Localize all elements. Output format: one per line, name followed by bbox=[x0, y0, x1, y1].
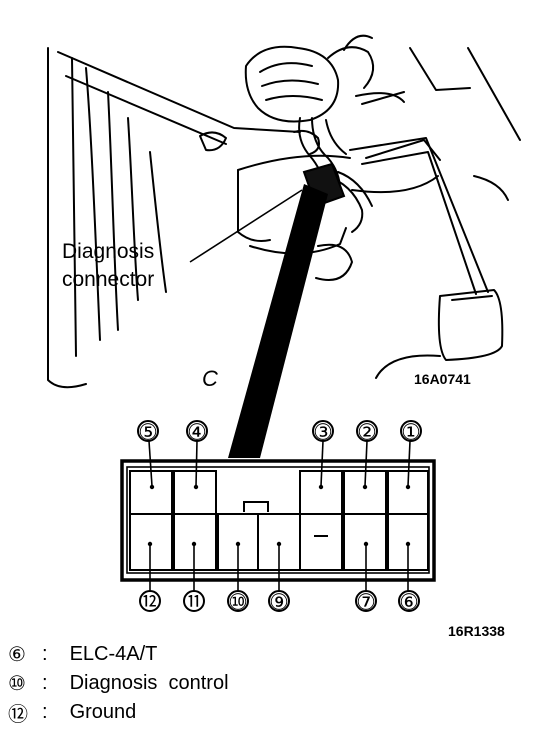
connector-key bbox=[243, 501, 269, 512]
pin-label-11: ⑪ bbox=[183, 590, 205, 615]
legend-text: ELC-4A/T bbox=[69, 643, 158, 665]
pin-leader-lines bbox=[148, 440, 411, 591]
pin-cavity-7 bbox=[343, 513, 387, 571]
pin-label-3: ③ bbox=[313, 420, 333, 445]
pin-label-9: ⑨ bbox=[269, 590, 289, 615]
legend-number: ⑥ bbox=[8, 644, 26, 666]
zoom-wedge bbox=[228, 184, 328, 458]
stray-mark: C bbox=[202, 366, 218, 391]
callout-label-line-1: Diagnosis bbox=[62, 240, 154, 263]
pin-cavity-12 bbox=[129, 513, 173, 571]
pin-label-7: ⑦ bbox=[356, 590, 376, 615]
pin-cavity-11 bbox=[173, 513, 217, 571]
legend-number: ⑫ bbox=[8, 704, 28, 726]
pin-legend: ⑥ : ELC-4A/T ⑩ : Diagnosis control ⑫ : G… bbox=[8, 640, 528, 727]
pin-label-2: ② bbox=[357, 420, 377, 445]
figure-code-bottom: 16R1338 bbox=[448, 623, 505, 639]
legend-text: Ground bbox=[69, 701, 137, 723]
figure-code-top: 16A0741 bbox=[414, 371, 471, 387]
pin-label-1: ① bbox=[401, 420, 421, 445]
pin-labels-top bbox=[137, 420, 422, 442]
legend-text: Diagnosis control bbox=[69, 672, 229, 694]
callout-leader-line bbox=[189, 189, 303, 263]
legend-colon: : bbox=[42, 643, 48, 665]
dashboard-illustration bbox=[47, 34, 521, 389]
terminal-dots bbox=[147, 484, 411, 547]
pin-label-5: ⑤ bbox=[138, 420, 158, 445]
pin-labels-bottom bbox=[139, 590, 420, 612]
pin-label-12: ⑫ bbox=[139, 590, 161, 615]
pin-cavity-8 bbox=[299, 513, 343, 571]
legend-row-10: ⑩ : Diagnosis control bbox=[8, 669, 528, 698]
legend-row-12: ⑫ : Ground bbox=[8, 698, 528, 727]
pin-label-4: ④ bbox=[187, 420, 207, 445]
legend-colon: : bbox=[42, 701, 48, 723]
legend-row-6: ⑥ : ELC-4A/T bbox=[8, 640, 528, 669]
legend-colon: : bbox=[42, 672, 48, 694]
pin-cavity-4 bbox=[173, 470, 217, 516]
pin-label-10: ⑩ bbox=[228, 590, 248, 615]
legend-number: ⑩ bbox=[8, 673, 26, 695]
callout-label-line-2: connector bbox=[62, 268, 154, 291]
connector-face: ⑤ ④ ③ ② ① ⑫ ⑪ ⑩ ⑨ ⑦ ⑥ bbox=[120, 420, 436, 615]
pin-label-6: ⑥ bbox=[399, 590, 419, 615]
